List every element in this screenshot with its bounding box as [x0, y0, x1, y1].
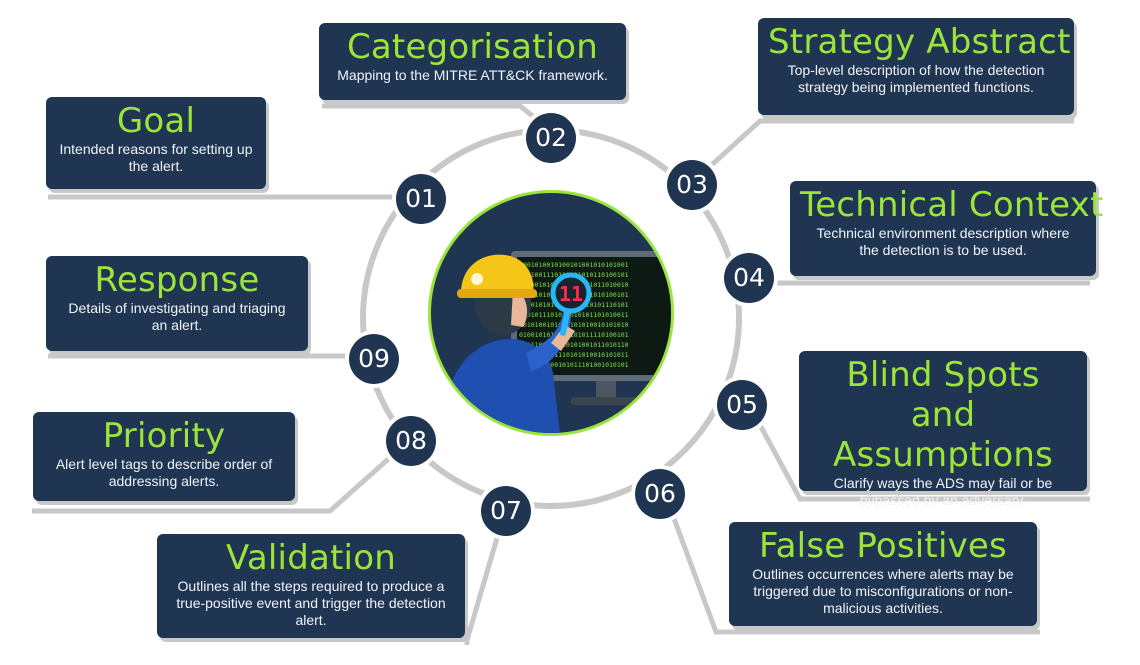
- false-positives-card: False Positives Outlines occurrences whe…: [729, 522, 1037, 626]
- false-positives-desc: Outlines occurrences where alerts may be…: [752, 566, 1014, 616]
- svg-text:1010100101011101010010101010: 1010100101011101010010101010: [519, 321, 629, 329]
- step-07-badge: 07: [481, 486, 531, 536]
- categorisation-card: Categorisation Mapping to the MITRE ATT&…: [319, 23, 626, 100]
- step-02-badge: 02: [526, 113, 576, 163]
- blind-spots-card: Blind Spots and Assumptions Clarify ways…: [799, 351, 1087, 508]
- blind-spots-title: Blind Spots and Assumptions: [833, 355, 1053, 475]
- center-hub: 1001010010100101001010101001 01010011101…: [428, 190, 674, 436]
- strategy-abstract-title: Strategy Abstract: [768, 22, 1071, 62]
- step-04-badge: 04: [724, 253, 774, 303]
- step-06-badge: 06: [635, 469, 685, 519]
- svg-text:1001010010100101001010101001: 1001010010100101001010101001: [519, 261, 629, 269]
- analyst-with-magnifier-icon: 1001010010100101001010101001 01010011101…: [441, 251, 671, 433]
- step-03-badge: 03: [667, 160, 717, 210]
- step-08-badge: 08: [386, 416, 436, 466]
- technical-context-desc: Technical environment description where …: [816, 225, 1070, 258]
- strategy-abstract-desc: Top-level description of how the detecti…: [787, 62, 1045, 95]
- priority-title: Priority: [102, 416, 226, 456]
- false-positives-title: False Positives: [759, 526, 1007, 566]
- svg-text:11: 11: [559, 282, 583, 306]
- validation-title: Validation: [226, 538, 396, 578]
- response-desc: Details of investigating and triaging an…: [68, 300, 286, 333]
- strategy-abstract-card: Strategy Abstract Top-level description …: [758, 18, 1074, 115]
- svg-text:1101010100101011101001010101: 1101010100101011101001010101: [519, 361, 629, 369]
- response-title: Response: [94, 260, 260, 300]
- step-05-badge: 05: [717, 380, 767, 430]
- response-card: Response Details of investigating and tr…: [46, 256, 308, 351]
- step-09-badge: 09: [349, 334, 399, 384]
- blind-spots-desc: Clarify ways the ADS may fail or be bypa…: [833, 475, 1053, 508]
- categorisation-desc: Mapping to the MITRE ATT&CK framework.: [337, 67, 608, 83]
- validation-desc: Outlines all the steps required to produ…: [176, 578, 446, 628]
- goal-card: Goal Intended reasons for setting up the…: [46, 97, 266, 189]
- priority-card: Priority Alert level tags to describe or…: [33, 412, 295, 501]
- svg-text:1011101010010101001011010110: 1011101010010101001011010110: [519, 341, 629, 349]
- svg-text:0100101010101101011110100101: 0100101010101101011110100101: [519, 331, 629, 339]
- priority-desc: Alert level tags to describe order of ad…: [55, 456, 273, 489]
- technical-context-title: Technical Context: [800, 185, 1104, 225]
- step-01-badge: 01: [396, 174, 446, 224]
- technical-context-card: Technical Context Technical environment …: [790, 181, 1104, 276]
- goal-desc: Intended reasons for setting up the aler…: [59, 141, 253, 174]
- categorisation-title: Categorisation: [346, 27, 599, 67]
- validation-card: Validation Outlines all the steps requir…: [157, 534, 465, 638]
- goal-title: Goal: [116, 101, 196, 141]
- svg-text:0101001011110101010010101011: 0101001011110101010010101011: [519, 351, 629, 359]
- svg-text:0101011101010010101101010011: 0101011101010010101101010011: [519, 311, 629, 319]
